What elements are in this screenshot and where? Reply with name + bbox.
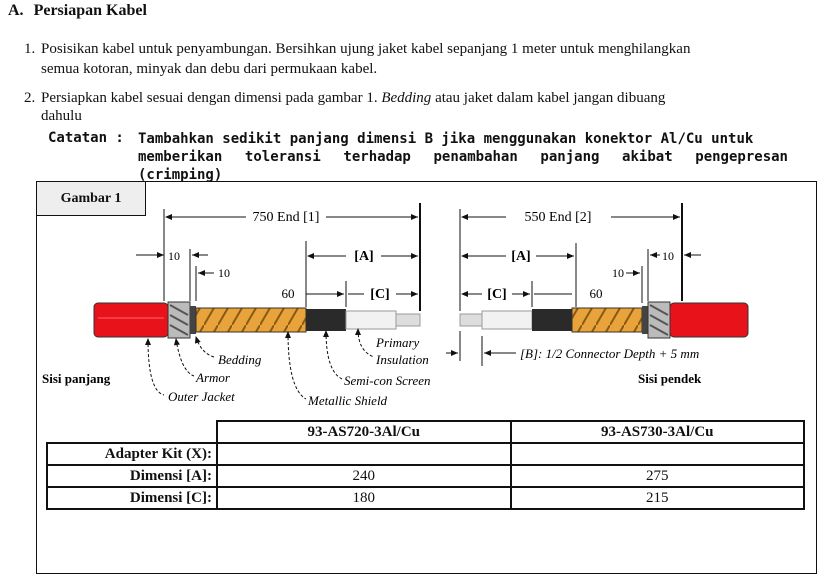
dim-60-right: 60: [590, 286, 603, 301]
step-text-line1: Posisikan kabel untuk penyambungan. Bers…: [41, 41, 691, 57]
table-cell: 275: [509, 464, 805, 488]
long-side-cable: [93, 301, 421, 339]
cable-diagram: 750 End [1] 550 End [2] [A] [A] [C] [C] …: [42, 203, 749, 408]
step-2: 2. Persiapkan kabel sesuai dengan dimens…: [24, 89, 814, 129]
semicon-screen-right: [532, 309, 572, 331]
note-line2: memberikan toleransi terhadap penambahan…: [138, 149, 788, 183]
step-1: 1. Posisikan kabel untuk penyambungan. B…: [24, 40, 814, 80]
table-header-row: 93-AS720-3Al/Cu 93-AS730-3Al/Cu: [47, 420, 805, 444]
primary-insulation-left: [345, 310, 397, 330]
dim-short-total: 550 End [2]: [525, 210, 592, 225]
outer-jacket-right: [669, 302, 749, 338]
table-row: Dimensi [A]: 240 275: [46, 464, 805, 488]
row-label: Dimensi [C]:: [46, 486, 218, 510]
figure-tab: Gambar 1: [36, 181, 146, 216]
dim-c-left: [C]: [370, 287, 389, 302]
label-semicon-screen: Semi-con Screen: [344, 373, 431, 388]
step-number: 1.: [24, 41, 36, 57]
figure-frame: [36, 181, 817, 574]
table-header: 93-AS720-3Al/Cu: [216, 420, 512, 444]
step-text-line2: dahulu: [41, 108, 82, 124]
note-line1: Tambahkan sedikit panjang dimensi B jika…: [138, 131, 754, 147]
label-sisi-pendek: Sisi pendek: [638, 371, 702, 386]
section-title: Persiapan Kabel: [33, 2, 147, 19]
table-header: 93-AS730-3Al/Cu: [509, 420, 805, 444]
metallic-shield-right: [571, 307, 643, 333]
label-metallic-shield: Metallic Shield: [307, 393, 388, 408]
dim-c-right: [C]: [487, 287, 506, 302]
table-cell: 215: [509, 486, 805, 510]
dim-a-left: [A]: [354, 249, 373, 264]
note-label: Catatan :: [48, 130, 124, 146]
metallic-shield-left: [195, 307, 307, 333]
step-text-em: Bedding: [381, 90, 432, 106]
note-text: Tambahkan sedikit panjang dimensi B jika…: [138, 130, 788, 184]
dim-a-right: [A]: [511, 249, 530, 264]
row-label: Dimensi [A]:: [46, 464, 218, 488]
outer-jacket-left: [93, 302, 169, 338]
section-letter: A.: [8, 2, 24, 19]
primary-insulation-right: [481, 310, 533, 330]
label-b-note: [B]: 1/2 Connector Depth + 5 mm: [520, 346, 699, 361]
label-outer-jacket: Outer Jacket: [168, 389, 235, 404]
row-label: Adapter Kit (X):: [46, 442, 218, 466]
label-sisi-panjang: Sisi panjang: [42, 371, 111, 386]
step-text-post: atau jaket dalam kabel jangan dibuang: [431, 90, 666, 106]
table-row: Dimensi [C]: 180 215: [46, 486, 805, 510]
bedding-left: [190, 306, 196, 334]
section-heading: A. Persiapan Kabel: [8, 2, 153, 20]
table-cell: 180: [216, 486, 512, 510]
dim-10-d: 10: [662, 249, 674, 263]
table-row: Adapter Kit (X):: [46, 442, 805, 466]
dim-10-c: 10: [612, 266, 624, 280]
dim-10-b: 10: [218, 266, 230, 280]
step-number: 2.: [24, 90, 36, 106]
spec-table: 93-AS720-3Al/Cu 93-AS730-3Al/Cu Adapter …: [46, 420, 805, 510]
step-text-line2: semua kotoran, minyak dan debu dari perm…: [41, 61, 378, 77]
dim-10-a: 10: [168, 249, 180, 263]
dim-long-total: 750 End [1]: [253, 210, 320, 225]
label-bedding: Bedding: [218, 352, 262, 367]
label-primary-2: Insulation: [375, 352, 429, 367]
step-text-line1: Persiapkan kabel sesuai dengan dimensi p…: [41, 89, 806, 107]
label-armor: Armor: [195, 370, 231, 385]
table-cell: [509, 442, 805, 466]
label-primary-1: Primary: [375, 335, 420, 350]
semicon-screen-left: [306, 309, 346, 331]
short-side-cable: [459, 301, 749, 339]
dim-60-left: 60: [282, 286, 295, 301]
table-cell: 240: [216, 464, 512, 488]
step-text-pre: Persiapkan kabel sesuai dengan dimensi p…: [41, 90, 382, 106]
table-cell: [216, 442, 512, 466]
